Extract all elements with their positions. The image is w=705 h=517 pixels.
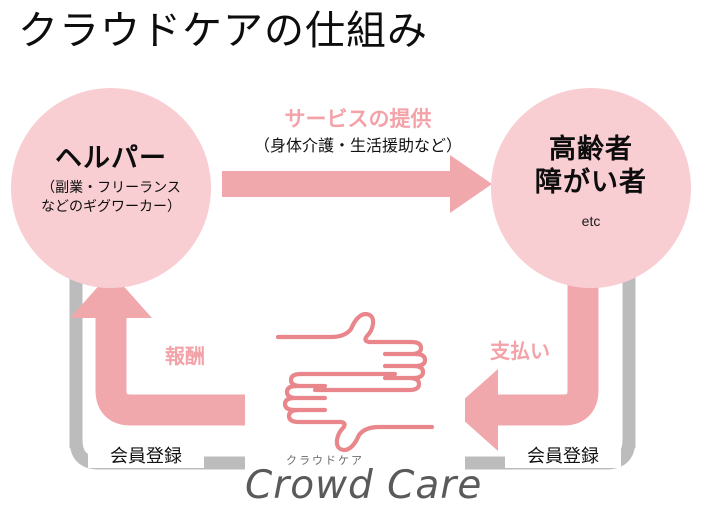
- logo-furigana: クラウドケア: [286, 455, 364, 467]
- client-title: 高齢者 障がい者: [480, 133, 702, 199]
- payment-arrow: [452, 248, 599, 451]
- client-title-line1: 高齢者: [549, 134, 633, 164]
- logo-wordmark: Crowd Care: [245, 463, 483, 508]
- helper-subtitle-line2: などのギグワーカー）: [41, 198, 181, 214]
- helper-subtitle-line1: （副業・フリーランス: [41, 179, 181, 195]
- register-label-left: 会員登録: [88, 444, 204, 468]
- reward-flow-label: 報酬: [165, 346, 205, 368]
- service-flow-sublabel: （身体介護・生活援助など）: [253, 138, 462, 155]
- service-flow-label: サービスの提供: [284, 108, 432, 131]
- service-arrow: [222, 155, 492, 213]
- payment-flow-label: 支払い: [490, 341, 550, 363]
- helper-circle: [11, 88, 211, 288]
- client-etc-label: etc: [581, 213, 601, 229]
- crowd-care-logo: クラウドケア Crowd Care: [245, 305, 483, 515]
- helper-title: ヘルパー: [55, 143, 167, 173]
- client-circle: [491, 88, 691, 288]
- reward-arrow: [70, 272, 250, 426]
- page-title: クラウドケアの仕組み: [18, 9, 428, 53]
- client-title-line2: 障がい者: [535, 167, 647, 197]
- interlocking-hands-icon: [275, 311, 435, 453]
- register-label-right: 会員登録: [505, 444, 621, 468]
- helper-subtitle: （副業・フリーランス などのギグワーカー）: [0, 178, 222, 216]
